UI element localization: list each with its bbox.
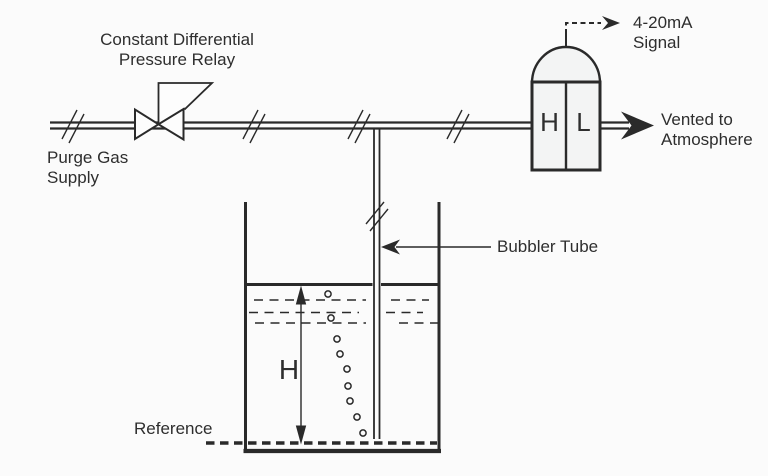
height-dimension-arrow (295, 285, 307, 445)
purge-gas-label-line1: Purge Gas (47, 148, 129, 167)
reference-label: Reference (134, 419, 213, 438)
chamber-high-label: H (540, 107, 559, 137)
vent-label: Vented to Atmosphere (661, 110, 753, 150)
vent-label-line2: Atmosphere (661, 130, 753, 149)
vent-arrowhead-icon (621, 111, 654, 140)
purge-gas-label: Purge Gas Supply (47, 148, 128, 188)
chamber-low-label: L (576, 107, 591, 137)
tube-break-mark (365, 201, 389, 232)
bubbler-tube-label: Bubbler Tube (497, 237, 599, 256)
relay-flag (157, 82, 215, 124)
transmitter-dome (530, 45, 602, 84)
purge-gas-pipe (50, 121, 532, 130)
tank (243, 202, 441, 454)
relay-label-line1: Constant Differential (100, 30, 254, 49)
signal-label-line1: 4-20mA (633, 13, 693, 32)
arrow-down-icon (295, 425, 307, 445)
pipe-break-marks (61, 109, 470, 144)
relay-label: Constant Differential Pressure Relay (77, 30, 277, 70)
purge-gas-label-line2: Supply (47, 168, 99, 187)
bubbler-tube-pipe (373, 129, 381, 439)
relay-label-line2: Pressure Relay (118, 50, 236, 69)
arrow-left-icon (381, 239, 400, 255)
valve-right-wedge (156, 107, 185, 142)
signal-label-line2: Signal (633, 33, 681, 52)
bubbles (324, 290, 367, 437)
dp-transmitter (530, 34, 602, 172)
height-dimension-label: H (278, 354, 300, 385)
signal-arrowhead-icon (602, 16, 620, 30)
signal-arrow (565, 16, 620, 34)
signal-label: 4-20mA Signal (633, 13, 693, 53)
liquid-dashes (249, 299, 438, 324)
valve-left-wedge (134, 107, 161, 141)
vent-arrow (601, 111, 654, 140)
arrow-up-icon (295, 285, 307, 305)
pressure-relay-valve-icon (134, 82, 215, 142)
vent-label-line1: Vented to (661, 110, 733, 129)
bubbler-pointer-arrow (381, 239, 491, 255)
